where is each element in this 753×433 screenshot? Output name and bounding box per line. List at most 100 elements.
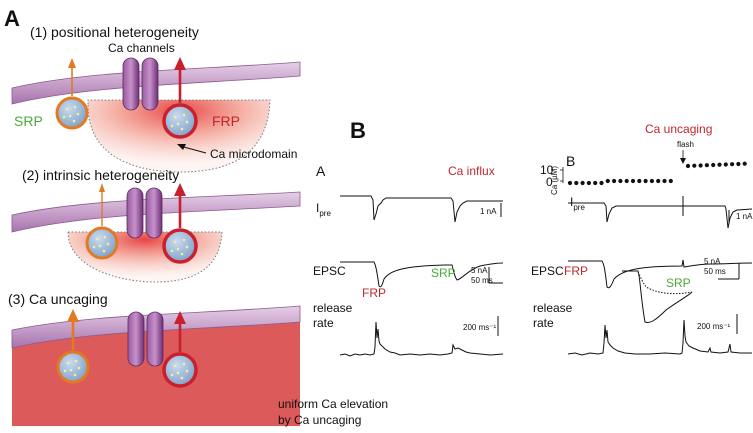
- frp-arrow-2: [174, 183, 186, 228]
- ca-dot: [586, 180, 592, 186]
- release-label-right-2: rate: [533, 316, 554, 330]
- release-trace-left: [339, 321, 504, 357]
- frp-label-a: FRP: [212, 113, 240, 129]
- srp-vesicle-1: [55, 96, 89, 130]
- subpanel-left-letter: A: [316, 163, 326, 179]
- ca-dot: [692, 163, 697, 168]
- frp-vesicle-1: [162, 103, 198, 139]
- svg-text:50 ms: 50 ms: [704, 267, 726, 276]
- frp-label-right: FRP: [564, 264, 588, 278]
- epsc-trace-right: [568, 259, 753, 289]
- ca-channel-2: [126, 187, 163, 239]
- uniform-caption-line1: uniform Ca elevation: [278, 397, 388, 411]
- ca-dot: [605, 178, 610, 184]
- epsc-scale-right: 5 nA 50 ms: [704, 257, 740, 280]
- flash-label: flash: [677, 140, 694, 149]
- ipre-scale-right: 1 nA: [728, 210, 753, 224]
- frp-vesicle-3: [162, 352, 198, 388]
- svg-text:200 ms⁻¹: 200 ms⁻¹: [697, 322, 730, 331]
- svg-text:5 nA: 5 nA: [471, 266, 488, 275]
- srp-label-a: SRP: [14, 113, 43, 129]
- frp-label-left: FRP: [362, 286, 386, 300]
- ca-dot: [742, 161, 747, 166]
- ca-tick-0: 0: [546, 175, 553, 189]
- srp-vesicle-2: [85, 226, 119, 260]
- release-label-right-1: release: [533, 301, 573, 315]
- subpanel-right-letter: B: [566, 153, 575, 169]
- release-label-left-1: release: [313, 301, 353, 315]
- ca-dot: [685, 163, 691, 169]
- ipre-label-right: Ipre: [570, 195, 585, 212]
- ipre-trace-right: [568, 196, 753, 229]
- frp-vesicle-2: [162, 228, 198, 264]
- ca-dot: [618, 178, 623, 184]
- ca-uncaging-title: Ca uncaging: [645, 122, 712, 136]
- ca-dot: [599, 180, 604, 186]
- svg-text:1 nA: 1 nA: [480, 207, 497, 216]
- ca-dot: [637, 178, 642, 184]
- rate-scale-right: 200 ms⁻¹: [697, 314, 738, 334]
- ca-axis: [560, 167, 564, 183]
- srp-vesicle-3: [56, 350, 90, 384]
- svg-text:200 ms⁻¹: 200 ms⁻¹: [463, 323, 496, 332]
- svg-text:50 ms: 50 ms: [471, 276, 493, 285]
- ca-dot: [580, 180, 585, 186]
- frp-arrow-1: [174, 57, 186, 103]
- ca-dot: [730, 162, 735, 167]
- release-trace-right: [567, 319, 752, 356]
- ca-channels-label: Ca channels: [108, 41, 175, 55]
- ca-microdomain-label: Ca microdomain: [210, 147, 297, 161]
- ca-dot: [649, 178, 655, 184]
- scenario3-title: (3) Ca uncaging: [8, 291, 108, 307]
- ca-tick-10: 10: [540, 163, 554, 177]
- ca-dot: [593, 180, 598, 186]
- uniform-ca-region: [12, 322, 300, 426]
- ca-channel-3: [127, 311, 164, 367]
- ca-influx-title: Ca influx: [448, 164, 495, 178]
- epsc-inset: [622, 270, 693, 323]
- srp-arrow-2: [99, 183, 105, 226]
- ca-axis-label: Ca (µM): [550, 166, 559, 195]
- ca-dot: [668, 178, 673, 184]
- ca-dot: [723, 162, 728, 167]
- svg-text:1 nA: 1 nA: [736, 212, 753, 221]
- release-label-left-2: rate: [313, 316, 334, 330]
- ca-concentration-dots: [567, 161, 747, 186]
- epsc-scale-left: 5 nA 50 ms: [471, 266, 503, 285]
- ca-dot: [662, 178, 667, 184]
- ca-dot: [704, 163, 710, 168]
- panel-a-letter: A: [4, 6, 20, 31]
- panel-b-letter: B: [350, 118, 366, 143]
- frp-arrow-3: [174, 311, 186, 352]
- flash-arrow: [680, 150, 686, 164]
- srp-label-right: SRP: [666, 276, 691, 290]
- ca-dot: [711, 162, 716, 168]
- ca-dot: [612, 178, 617, 184]
- ca-dot: [567, 180, 573, 186]
- rate-scale-left: 200 ms⁻¹: [463, 316, 499, 336]
- svg-text:5 nA: 5 nA: [704, 257, 721, 266]
- ca-dot: [630, 178, 636, 184]
- uniform-caption-line2: by Ca uncaging: [278, 413, 361, 427]
- ipre-trace-left: [340, 195, 503, 223]
- ca-channel-1: [122, 57, 159, 111]
- ca-dot: [736, 161, 741, 167]
- ca-dot: [643, 178, 648, 184]
- epsc-label-left: EPSC: [313, 264, 346, 278]
- ipre-label-left: Ipre: [316, 201, 331, 218]
- ca-dot: [574, 180, 579, 186]
- epsc-label-right: EPSC: [531, 264, 564, 278]
- ca-dot: [656, 178, 661, 184]
- scenario1-title: (1) positional heterogeneity: [30, 24, 199, 40]
- ipre-scale-left: 1 nA: [480, 203, 502, 217]
- scenario2-title: (2) intrinsic heterogeneity: [22, 167, 179, 183]
- srp-arrow-1: [68, 58, 76, 96]
- srp-arrow-3: [67, 309, 79, 350]
- epsc-trace-left: [340, 261, 504, 288]
- ca-dot: [624, 178, 629, 184]
- ca-dot: [717, 162, 722, 167]
- microdomain-pointer-arrow: [177, 144, 207, 154]
- srp-label-left: SRP: [431, 266, 456, 280]
- ca-dot: [698, 163, 703, 168]
